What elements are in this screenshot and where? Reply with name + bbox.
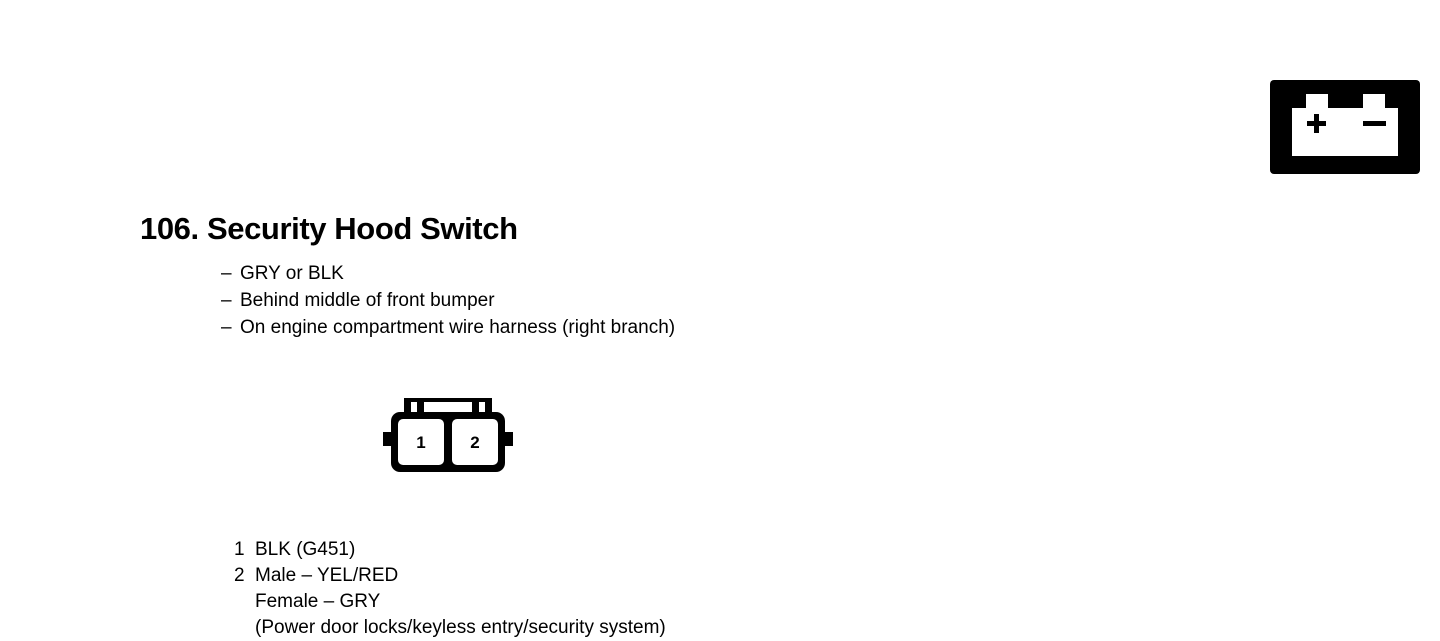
pin-legend: 1 BLK (G451) 2 Male – YEL/RED Female – G…: [234, 537, 934, 641]
connector-pin-2-label: 2: [470, 433, 479, 452]
dash-bullet-icon: –: [221, 263, 232, 284]
legend-pin-label: Female – GRY: [255, 591, 381, 612]
page-title: 106. Security Hood Switch: [140, 211, 518, 246]
legend-row: (Power door locks/keyless entry/security…: [234, 615, 934, 641]
battery-icon: [1270, 80, 1420, 174]
two-pin-connector-diagram: 1 2: [383, 398, 513, 474]
legend-row: Female – GRY: [234, 589, 934, 615]
spec-item-label: On engine compartment wire harness (righ…: [240, 317, 676, 338]
legend-pin-number: 2: [234, 565, 245, 586]
spec-item-label: GRY or BLK: [240, 263, 344, 284]
dash-bullet-icon: –: [221, 290, 232, 311]
legend-row: 2 Male – YEL/RED: [234, 563, 934, 589]
spec-item-label: Behind middle of front bumper: [240, 290, 495, 311]
legend-row: 1 BLK (G451): [234, 537, 934, 563]
dash-bullet-icon: –: [221, 317, 232, 338]
connector-pin-1-label: 1: [416, 433, 425, 452]
battery-minus-icon: [1363, 121, 1386, 126]
spec-item: – GRY or BLK: [221, 260, 1121, 287]
legend-pin-label: Male – YEL/RED: [255, 565, 399, 586]
legend-pin-number: 1: [234, 539, 245, 560]
spec-item: – On engine compartment wire harness (ri…: [221, 314, 1121, 341]
legend-pin-label: (Power door locks/keyless entry/security…: [255, 617, 666, 638]
spec-list: – GRY or BLK – Behind middle of front bu…: [221, 260, 1121, 341]
spec-item: – Behind middle of front bumper: [221, 287, 1121, 314]
legend-pin-label: BLK (G451): [255, 539, 356, 560]
